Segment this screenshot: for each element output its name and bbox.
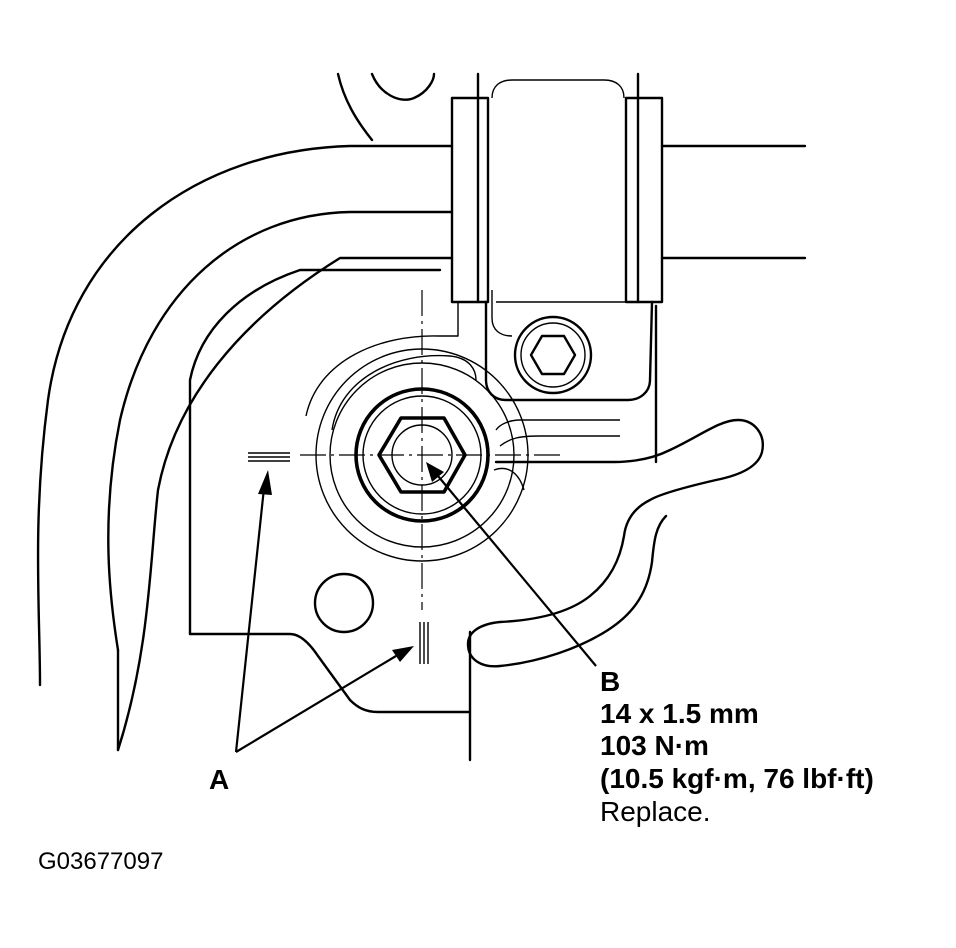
hook-lever-outline [466, 418, 764, 668]
leader-a-to-horizontal-mark [234, 470, 272, 753]
bracket-bolt [513, 315, 593, 395]
leader-b-to-bolt [426, 462, 597, 667]
curved-arm-outline [36, 144, 454, 752]
callout-b-label: B [600, 666, 621, 697]
bolt-thread-spec: 14 x 1.5 mm [600, 698, 759, 729]
bolt-center-lines [300, 290, 560, 610]
leader-a-to-vertical-mark [235, 646, 414, 753]
bolt-torque-spec: 103 N·m [600, 730, 709, 761]
alignment-mark-vertical [419, 622, 429, 664]
upper-link-outline [336, 72, 436, 142]
link-body-outline [188, 268, 658, 762]
stabilizer-bar-outline [660, 144, 807, 260]
callout-a-label: A [209, 764, 230, 795]
bolt-replace-note: Replace. [600, 796, 711, 827]
alignment-mark-horizontal [248, 452, 290, 462]
small-hole [313, 572, 375, 634]
figure-id: G03677097 [38, 848, 164, 875]
bushing-bracket [450, 72, 664, 402]
bolt-torque-alt-spec: (10.5 kgf·m, 76 lbf·ft) [600, 763, 874, 794]
